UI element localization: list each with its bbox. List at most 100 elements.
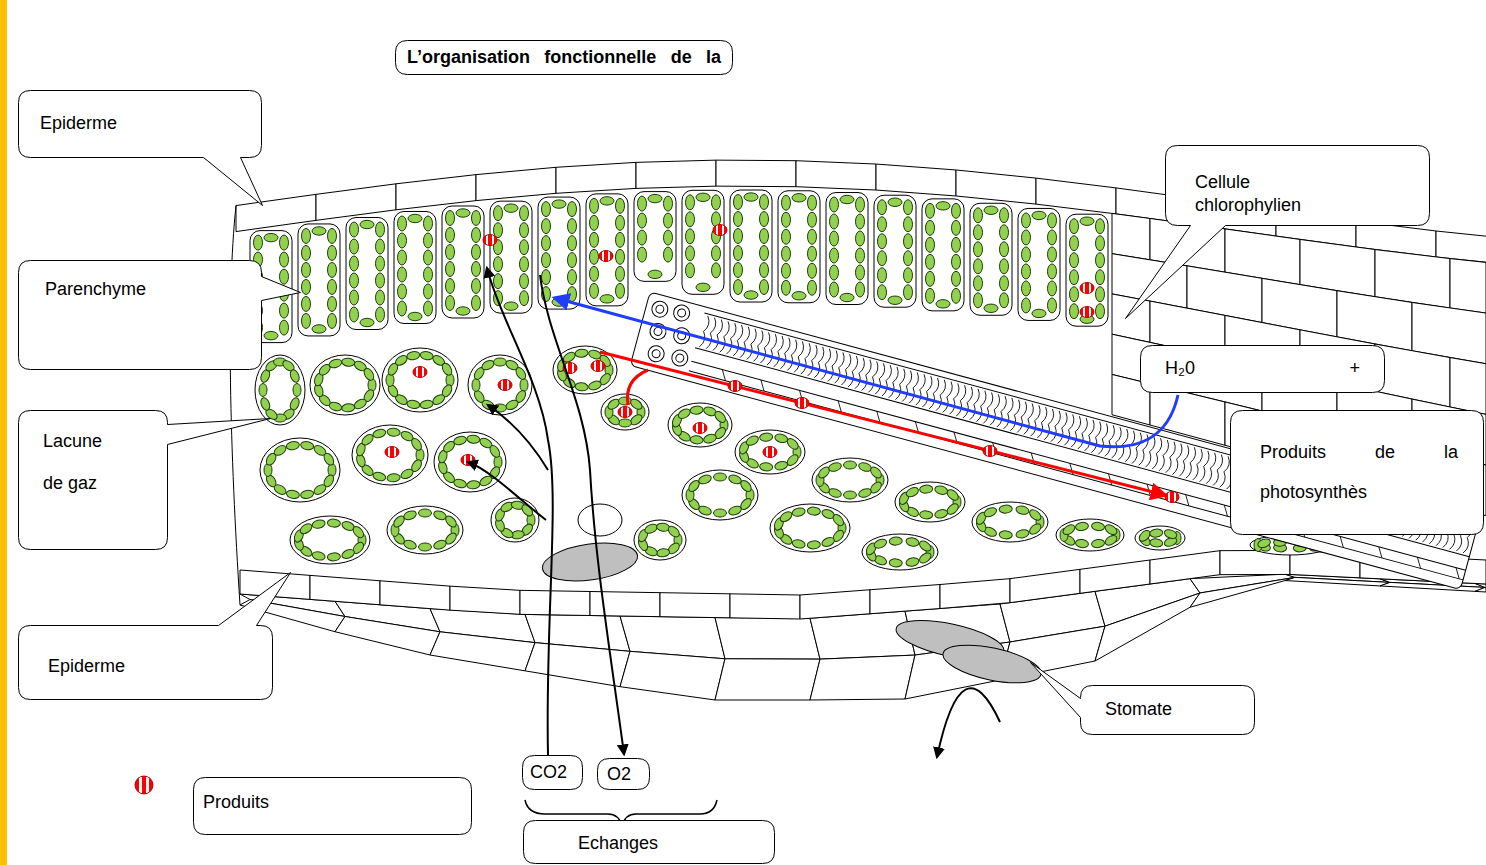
chloroplast [926,288,935,303]
chloroplast [1000,259,1009,274]
chloroplast [1022,230,1031,245]
chloroplast [1022,264,1031,279]
xylem-spiral [1197,449,1204,465]
epidermis-cell [335,617,440,655]
xylem-spiral [960,385,967,401]
xylem-spiral [913,372,920,388]
chloroplast [686,229,695,244]
chloroplast [398,233,407,248]
chloroplast [406,399,420,409]
chloroplast [1000,225,1009,240]
chloroplast [952,220,961,235]
legend-swatch [135,776,153,794]
chloroplast [690,406,704,415]
epidermis-cell [940,579,1010,609]
chloroplast [905,486,920,499]
chloroplast [856,231,865,246]
chloroplast [791,539,805,550]
xylem-spiral [1152,454,1159,470]
chloroplast [1096,270,1105,285]
chloroplast [1028,508,1043,522]
chloroplast [472,210,481,225]
xylem-spiral [859,358,866,374]
chloroplast [778,510,793,524]
epidermis-cell [716,160,796,187]
epidermis-cell [715,659,820,700]
xylem-spiral [940,380,947,396]
chloroplast [542,236,551,251]
chloroplast [494,257,503,272]
chloroplast [350,239,359,254]
photosynthesis-product [385,447,399,458]
xylem-spiral [1179,461,1186,477]
chloroplast [984,206,998,214]
chloroplast [520,206,529,221]
chloroplast [568,287,577,302]
stomate-arrow [937,688,1000,757]
chloroplast [444,514,459,529]
xylem-spiral [852,356,859,372]
xylem-spiral [1075,416,1082,432]
chloroplast [520,240,529,255]
chloroplast [327,519,341,528]
o2-arrow [540,275,624,754]
xylem-spiral [1186,463,1193,479]
sap-flow-arrow [555,298,1178,447]
xylem-spiral [981,391,988,407]
xylem-spiral [920,374,927,390]
chloroplast [424,250,433,265]
chloroplast [504,398,519,411]
xylem-spiral [1132,448,1139,464]
callout-label: Stomate [1105,698,1235,721]
sheath-cell [1450,358,1486,415]
xylem-spiral [1125,446,1132,462]
callout-label: Echanges [578,832,765,855]
chloroplast [312,483,327,497]
epidermis-cell [236,194,316,231]
chloroplast [590,198,599,213]
chloroplast [782,212,791,227]
xylem-spiral [987,393,994,409]
chloroplast [406,350,420,360]
products-flow-arrow [600,352,1165,495]
callout-label: Epiderme [40,112,242,135]
chloroplast [302,262,311,277]
chloroplast [926,203,935,218]
chloroplast [446,261,455,276]
chloroplast [520,257,529,272]
callout-box: Cellule chlorophylien [1165,145,1430,226]
xylem-spiral [737,325,744,341]
chloroplast [520,291,529,306]
chloroplast [289,368,301,383]
chloroplast [398,250,407,265]
chloroplast [311,519,325,530]
parenchyma-cell [735,430,805,474]
xylem-spiral [893,367,900,383]
box-outline [1230,410,1484,535]
box-border [1231,411,1484,535]
palisade-cell [1066,214,1108,326]
vessel-lumen [675,353,685,363]
chloroplast [869,465,884,480]
chloroplast [686,195,695,210]
chloroplast [745,434,760,447]
chloroplast [590,249,599,264]
chloroplast [254,235,263,250]
chloroplast [713,409,728,424]
chloroplast [856,282,865,297]
parenchyma-cell [491,498,539,542]
guard-cell [540,537,640,586]
chloroplast [905,557,919,568]
xylem-spiral [967,387,974,403]
chloroplast [889,558,903,567]
callout-label: CO2 [530,761,577,784]
xylem-spiral [1200,466,1207,482]
chloroplast [918,539,933,553]
xylem-spiral [879,363,886,379]
callout-label: Lacune de gaz [43,420,118,504]
parenchyma-cell [260,438,340,502]
chloroplast [312,227,326,235]
chloroplast [926,237,935,252]
palisade-cell [874,195,916,307]
chloroplast [1048,264,1057,279]
